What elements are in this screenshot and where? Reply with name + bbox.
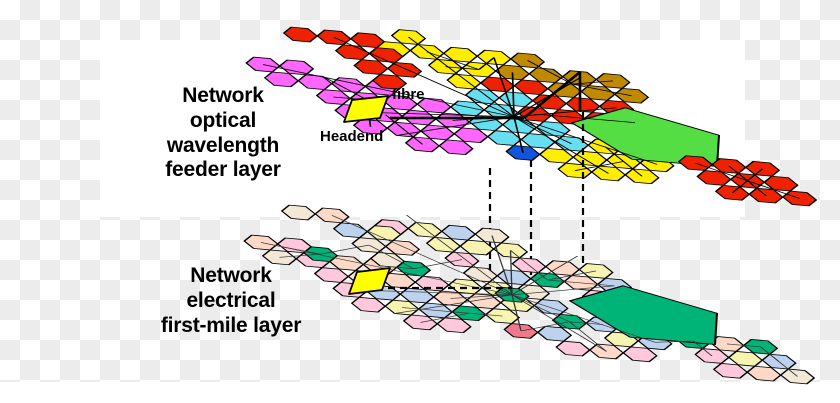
electrical-teal-region (568, 285, 719, 345)
optical-hub-spokes (262, 36, 658, 174)
electrical-hub-spokes (260, 214, 799, 377)
fibre-link (390, 70, 582, 120)
headend-marker-optical (343, 95, 389, 123)
headend-marker-electrical (348, 267, 391, 295)
headend-label: Headend (320, 128, 384, 145)
optical-green-region (570, 107, 721, 167)
fibre-label: fibre (392, 86, 425, 103)
electrical-layer-group (239, 201, 819, 388)
bottom-white-strip (0, 382, 840, 403)
